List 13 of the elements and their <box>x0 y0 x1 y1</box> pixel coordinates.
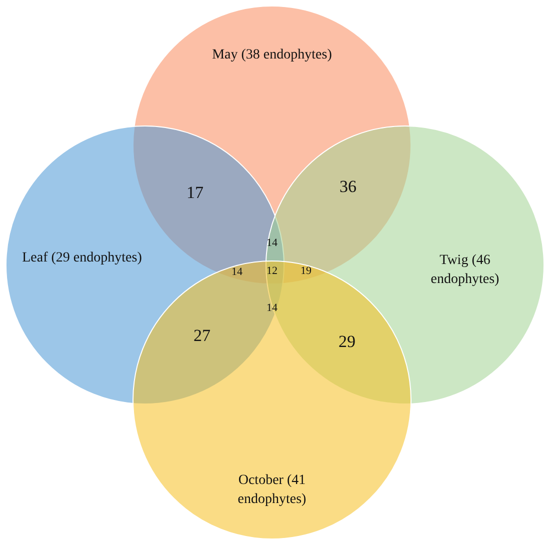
region-count: 19 <box>300 265 312 277</box>
set-label: May (38 endophytes) <box>212 46 332 64</box>
set-label: Twig (46 endophytes) <box>430 252 500 289</box>
region-count: 27 <box>194 326 210 346</box>
region-count: 29 <box>338 332 356 352</box>
region-count: 36 <box>340 177 356 197</box>
region-count: 14 <box>266 237 278 249</box>
region-count: 12 <box>266 265 278 277</box>
set-label: October (41 endophytes) <box>236 472 308 509</box>
set-label: Leaf (29 endophytes) <box>22 250 142 268</box>
region-count: 17 <box>186 183 204 203</box>
region-count: 14 <box>232 266 242 278</box>
region-count: 14 <box>266 302 278 314</box>
